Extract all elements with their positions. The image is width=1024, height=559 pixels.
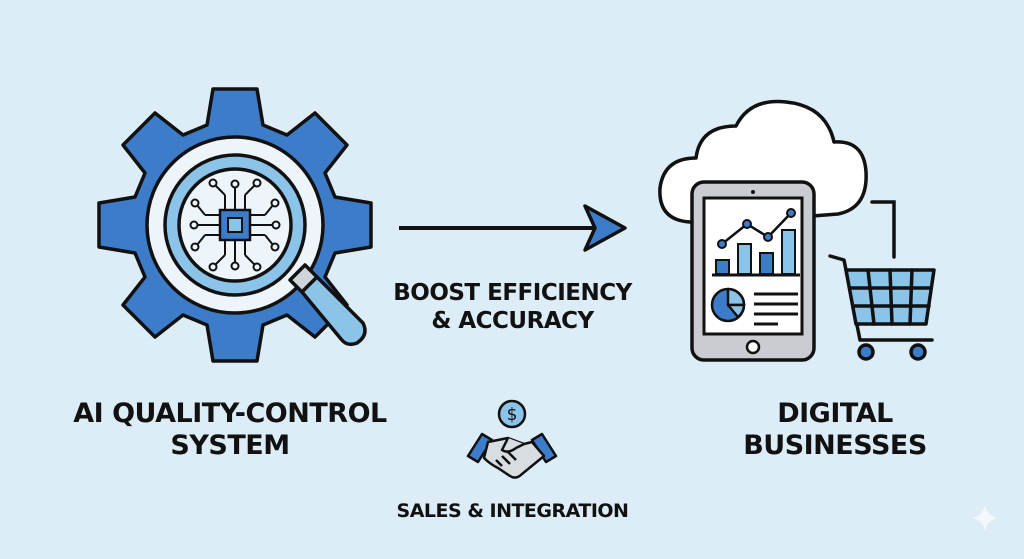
digital-businesses-illustration — [650, 92, 950, 372]
cloud-tablet-cart-icon — [658, 99, 936, 362]
sales-integration-illustration: $ — [462, 398, 562, 486]
caption-line-2: & ACCURACY — [431, 307, 594, 334]
digital-businesses-title: DIGITAL BUSINESSES — [705, 398, 965, 463]
ai-quality-control-title: AI QUALITY-CONTROL SYSTEM — [55, 398, 405, 463]
caption-line-1: BOOST EFFICIENCY — [393, 280, 632, 306]
sales-integration-title: SALES & INTEGRATION — [396, 500, 629, 522]
connector-arrow — [395, 198, 630, 258]
gear-magnifier-chip-icon — [97, 87, 373, 363]
boost-efficiency-caption: BOOST EFFICIENCY & ACCURACY — [375, 280, 650, 335]
sparkle-icon — [972, 505, 998, 531]
ai-quality-control-illustration — [95, 85, 385, 375]
sparkle-watermark — [970, 503, 1000, 533]
title-line-1: DIGITAL — [777, 398, 893, 429]
arrow-right-icon — [399, 204, 627, 252]
title-line-2: BUSINESSES — [743, 430, 927, 462]
title-line-1: AI QUALITY-CONTROL — [73, 398, 387, 429]
svg-text:$: $ — [507, 405, 518, 425]
title-line-2: SYSTEM — [170, 430, 290, 462]
handshake-dollar-icon: $ — [466, 399, 558, 479]
